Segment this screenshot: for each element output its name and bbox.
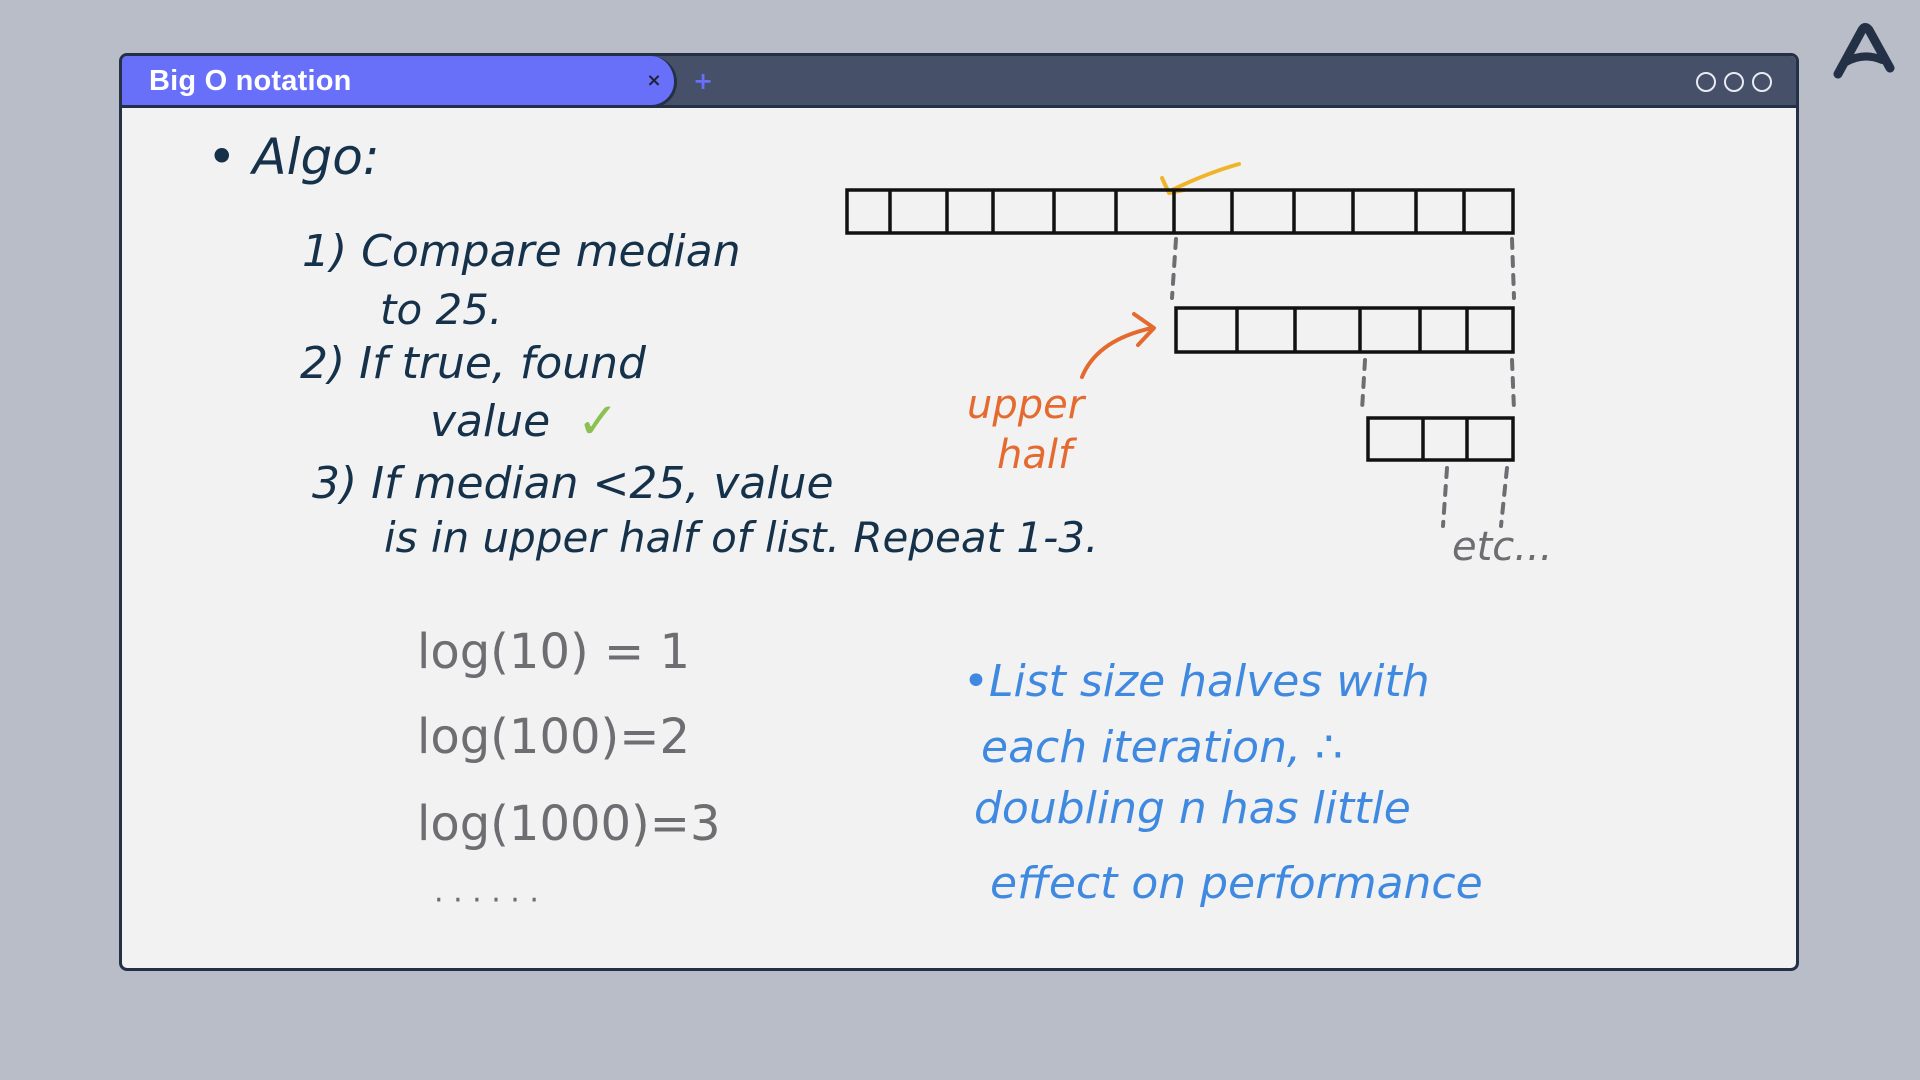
blue-note-line2: each iteration, ∴ (981, 722, 1343, 773)
whiteboard-canvas[interactable]: • Algo: 1) Compare median to 25. 2) If t… (122, 108, 1796, 968)
window-controls (1696, 72, 1772, 94)
step2-line1: 2) If true, found (300, 338, 647, 389)
step2-line2: value (430, 396, 550, 447)
orange-arrowhead (1132, 312, 1156, 347)
tab-title: Big O notation (149, 65, 352, 97)
step3-line1: 3) If median <25, value (312, 458, 834, 509)
step1-line1: 1) Compare median (302, 226, 741, 277)
quarter-list-array (1366, 416, 1515, 462)
blue-note-line1: •List size halves with (963, 656, 1430, 707)
green-checkmark: ✓ (577, 392, 619, 450)
window-control-circle-icon[interactable] (1752, 72, 1772, 92)
close-tab-icon[interactable]: × (646, 70, 662, 91)
new-tab-plus-icon[interactable]: + (692, 67, 714, 95)
title-bar: Big O notation × + (122, 56, 1796, 108)
whiteboard-window: Big O notation × + • Algo: 1) Compare me… (119, 53, 1799, 971)
blue-note-line4: effect on performance (990, 858, 1483, 909)
blue-note-line3: doubling n has little (974, 783, 1411, 834)
yellow-arrow (1170, 162, 1241, 192)
etc-label: etc... (1452, 524, 1552, 570)
algo-heading: • Algo: (207, 128, 380, 186)
brand-logo-icon (1833, 23, 1895, 79)
window-control-circle-icon[interactable] (1724, 72, 1744, 92)
log-100-line: log(100)=2 (417, 709, 690, 765)
half-list-array (1174, 306, 1515, 354)
log-ellipsis: · · · · · · (434, 883, 539, 918)
step1-line2: to 25. (380, 285, 502, 334)
log-1000-line: log(1000)=3 (417, 796, 721, 852)
window-control-circle-icon[interactable] (1696, 72, 1716, 92)
half-label: half (997, 432, 1078, 478)
tab-big-o-notation[interactable]: Big O notation × (122, 56, 677, 108)
step3-line2: is in upper half of list. Repeat 1-3. (384, 513, 1098, 562)
orange-arrow (1080, 326, 1154, 379)
log-10-line: log(10) = 1 (417, 624, 690, 680)
handwritten-notes: • Algo: 1) Compare median to 25. 2) If t… (207, 128, 1552, 918)
dashed-guide-lines (1170, 237, 1516, 528)
full-list-array (845, 188, 1515, 235)
upper-label: upper (967, 382, 1087, 428)
